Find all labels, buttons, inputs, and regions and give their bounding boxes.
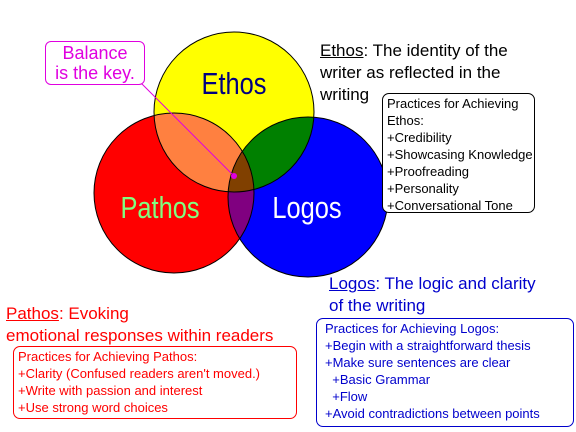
logos-practice-item: +Begin with a straightforward thesis — [325, 338, 531, 353]
ethos-practice-item: +Credibility — [387, 130, 452, 145]
ethos-circle-outline — [153, 31, 315, 193]
pathos-practice-item: +Clarity (Confused readers aren't moved.… — [18, 366, 261, 381]
logos-heading-rest: : The logic and clarity — [375, 274, 536, 293]
ethos-practice-item: +Conversational Tone — [387, 198, 513, 213]
ethos-heading-line-2: writer as reflected in the — [320, 63, 501, 82]
pathos-practice-item: +Write with passion and interest — [18, 383, 203, 398]
logos-circle-label: Logos — [272, 191, 341, 226]
pathos-heading-rest: : Evoking — [58, 304, 129, 323]
balance-line-1: Balance — [62, 43, 128, 63]
logos-practice-item: +Basic Grammar — [325, 372, 431, 387]
logos-practice-item: +Flow — [325, 389, 368, 404]
pathos-practice-item: Practices for Achieving Pathos: — [18, 349, 198, 364]
ethos-practice-item: Practices for Achieving — [387, 96, 519, 111]
ethos-practice-item: +Proofreading — [387, 164, 470, 179]
logos-heading: Logos: The logic and clarity of the writ… — [329, 273, 536, 317]
logos-term: Logos — [329, 274, 376, 293]
pathos-circle-label: Pathos — [120, 191, 199, 226]
logos-practices-box: Practices for Achieving Logos: +Begin wit… — [316, 318, 574, 427]
ethos-practice-item: Ethos: — [387, 113, 424, 128]
logos-practice-item: Practices for Achieving Logos: — [325, 321, 500, 336]
logos-practice-item: +Make sure sentences are clear — [325, 355, 511, 370]
balance-pointer-line — [139, 81, 234, 176]
logos-heading-line-2: of the writing — [329, 296, 426, 315]
balance-line-2: is the key. — [55, 63, 135, 83]
ethos-heading-rest: : The identity of the — [363, 41, 508, 60]
ethos-logos-overlap — [228, 117, 314, 192]
pathos-circle-outline — [93, 112, 255, 274]
ethos-pathos-overlap — [154, 113, 254, 192]
pathos-practices-box: Practices for Achieving Pathos: +Clarity … — [13, 346, 297, 419]
ethos-heading-line-3: writing — [320, 85, 370, 104]
pathos-heading-line-2: emotional responses within readers — [6, 326, 274, 345]
pathos-practice-item: +Use strong word choices — [18, 400, 168, 415]
ethos-practice-item: +Showcasing Knowledge — [387, 147, 533, 162]
pathos-term: Pathos — [6, 304, 59, 323]
balance-callout: Balance is the key. — [45, 41, 145, 85]
ethos-term: Ethos — [320, 41, 364, 60]
pathos-heading: Pathos: Evoking emotional responses with… — [6, 303, 273, 347]
ethos-heading: Ethos: The identity of the writer as ref… — [320, 40, 508, 106]
balance-pointer-dot — [231, 173, 237, 179]
ethos-circle-label: Ethos — [202, 67, 267, 102]
logos-practice-item: +Avoid contradictions between points — [325, 406, 540, 421]
ethos-practice-item: +Personality — [387, 181, 459, 196]
